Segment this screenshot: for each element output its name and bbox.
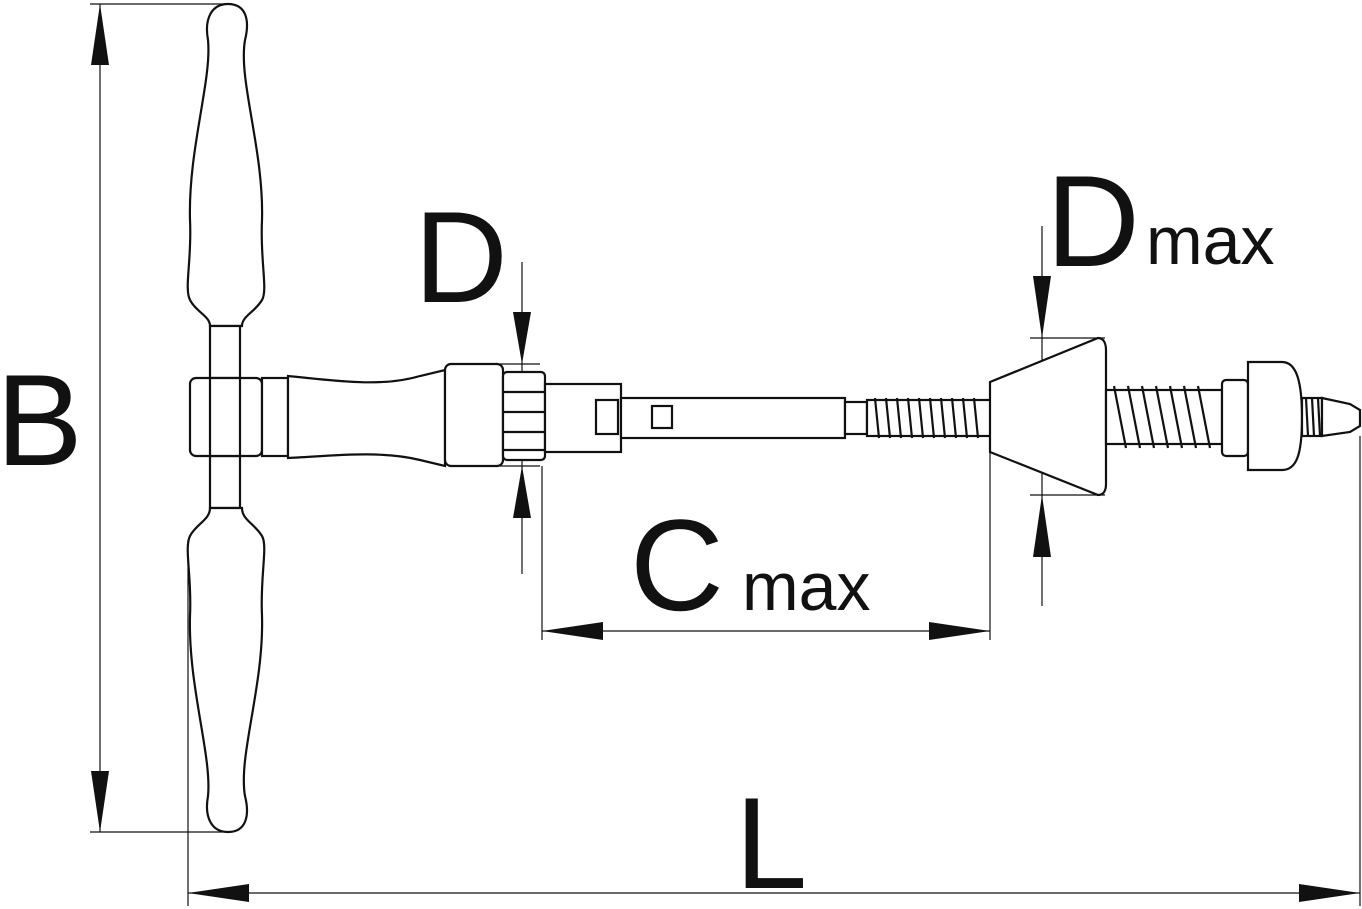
upper-stem — [208, 324, 242, 380]
washer — [1220, 378, 1250, 458]
arrow-left — [188, 884, 249, 902]
cutter-housing — [443, 362, 505, 468]
lower-grip — [186, 506, 266, 834]
dimension-dmax: D max — [1030, 148, 1274, 606]
thread — [865, 398, 993, 438]
arrow-up — [513, 466, 531, 518]
tapered-body — [286, 368, 447, 468]
shaft-slot — [650, 404, 674, 430]
shank-slot — [594, 398, 620, 436]
dimension-label-dmax-subscript: max — [1146, 203, 1274, 279]
dimension-cmax: C max — [541, 450, 991, 640]
collar — [260, 376, 290, 458]
dimension-label-d: D — [414, 184, 508, 330]
dimension-L: L — [187, 436, 1361, 909]
tip-point — [1320, 396, 1362, 438]
cutter — [501, 370, 547, 462]
arrow-up — [91, 4, 109, 65]
shank-block — [543, 382, 623, 454]
arrow-right — [929, 622, 990, 640]
t-handle — [186, 2, 266, 834]
end-cap — [1246, 360, 1304, 472]
upper-grip — [186, 2, 266, 328]
dimension-B: B — [0, 3, 232, 833]
dimension-label-c: C — [630, 492, 724, 638]
handle-hub — [188, 376, 264, 458]
dimension-D: D — [414, 184, 540, 574]
expander-cone — [988, 336, 1108, 497]
tool-body — [260, 362, 869, 468]
lower-stem — [208, 454, 242, 510]
arrow-down — [1033, 276, 1051, 338]
threaded-rod — [865, 397, 993, 439]
arrow-down — [513, 312, 531, 364]
spring — [1104, 385, 1224, 449]
shaft-end — [843, 400, 869, 436]
dimension-label-dmax: D — [1046, 148, 1140, 294]
arrow-right — [1299, 884, 1360, 902]
arrow-up — [1033, 495, 1051, 557]
dimension-label-b: B — [0, 347, 83, 493]
end-assembly — [1220, 360, 1362, 472]
dimension-label-c-subscript: max — [742, 549, 870, 625]
dimension-label-l: L — [735, 770, 807, 909]
arrow-left — [542, 622, 603, 640]
arrow-down — [91, 771, 109, 832]
